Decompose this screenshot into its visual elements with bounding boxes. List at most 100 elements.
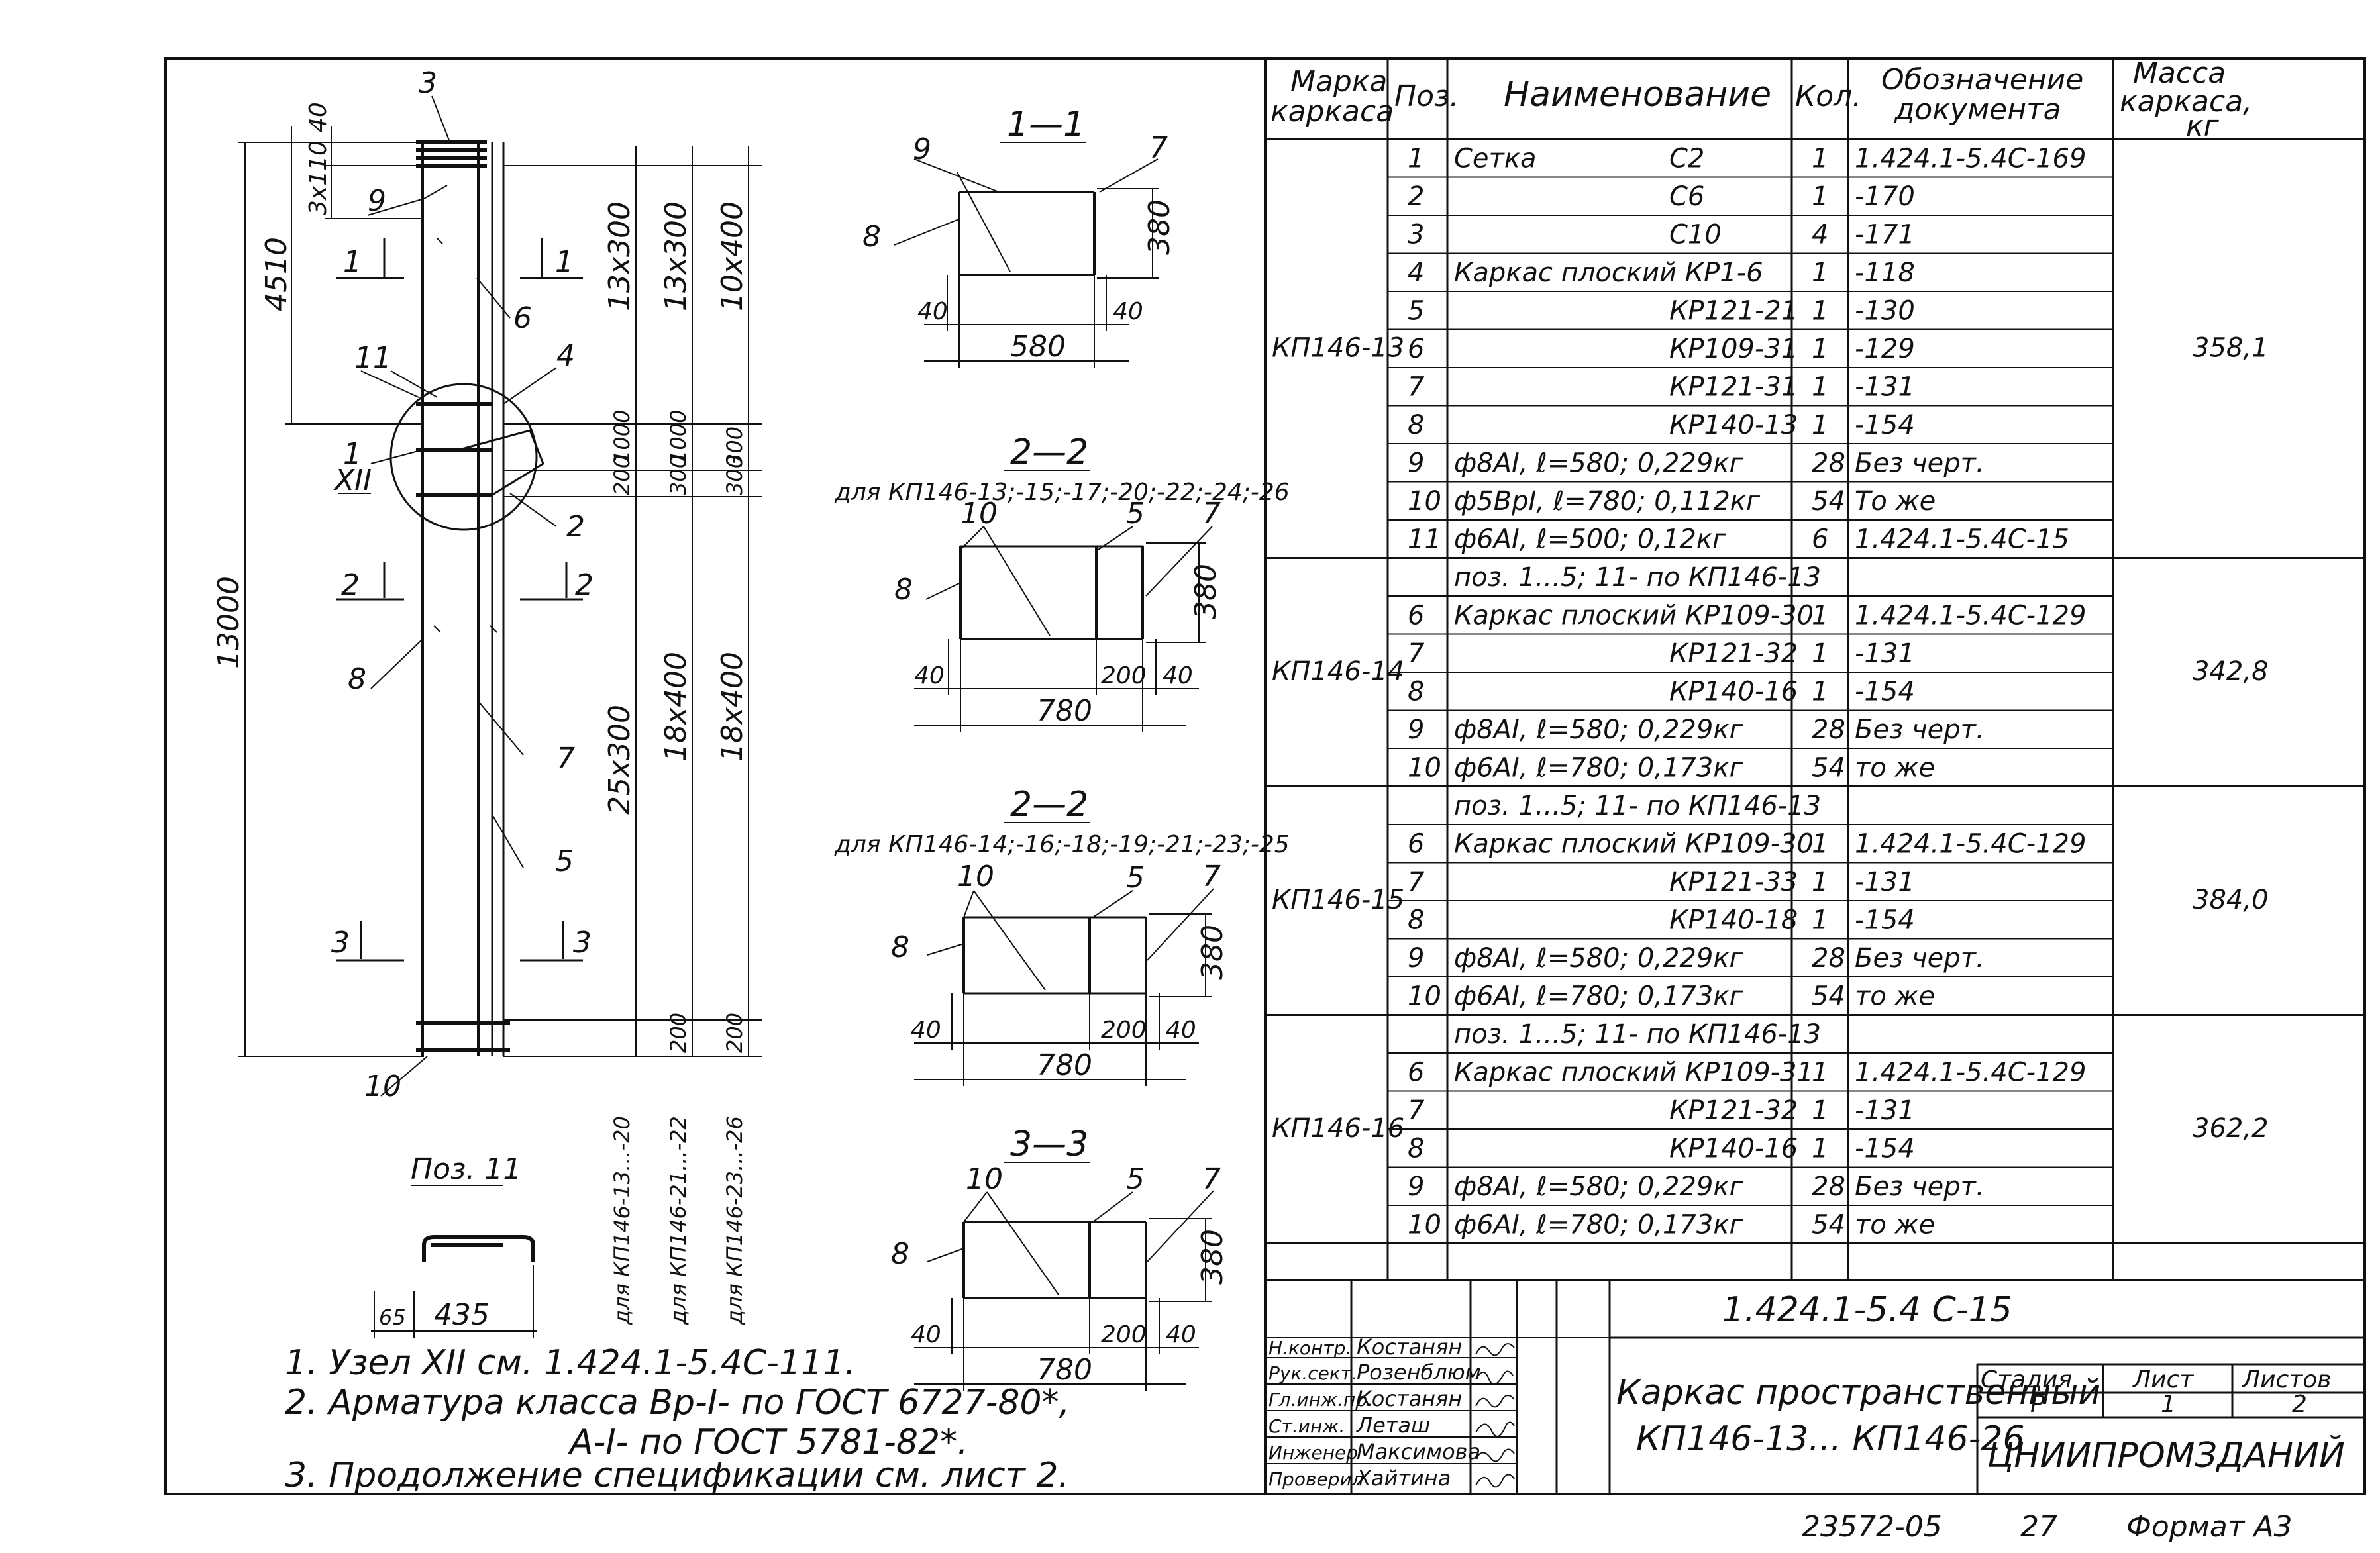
section-mark: 8: [862, 220, 881, 254]
section-left: 40: [911, 1321, 941, 1348]
signature: [1475, 1421, 1515, 1437]
row-name: Каркас плоский КР109-31: [1454, 1058, 1814, 1088]
pos11-title: Поз. 11: [411, 1152, 521, 1186]
section-mark: 10: [957, 860, 994, 893]
leader-line: [390, 370, 438, 398]
row-pos: 7: [1408, 372, 1425, 403]
row-doc: -129: [1855, 334, 1915, 364]
section-mark: 10: [966, 1162, 1003, 1196]
role-label: Рук.сект.: [1268, 1362, 1357, 1384]
row-pos: 6: [1408, 601, 1424, 631]
row-qty: 6: [1812, 525, 1828, 555]
leader-line: [367, 198, 425, 216]
header-doc-l2: документа: [1894, 93, 2061, 126]
row-name: поз. 1...5; 11- по КП146-13: [1454, 562, 1821, 593]
row-doc: -170: [1855, 181, 1915, 212]
section-2-2-b: 2—2 для КП146-14;-16;-18;-19;-21;-23;-25…: [834, 785, 1290, 1086]
section-mark: 7: [1202, 1162, 1221, 1196]
row-qty: 1: [1812, 1058, 1828, 1088]
sheet-label: Лист: [2132, 1366, 2194, 1393]
row-doc: -154: [1855, 905, 1915, 936]
dim-overall-height: 13000: [212, 576, 246, 669]
leader-line: [380, 1056, 428, 1097]
pos-mark-3: 3: [419, 66, 437, 100]
header-doc-l1: Обозначение: [1881, 63, 2083, 97]
leader-line: [431, 95, 450, 141]
section-2-2-a: 2—2 для КП146-13;-15;-17;-20;-22;-24;-26…: [834, 432, 1290, 732]
section-title: 2—2: [1010, 432, 1088, 472]
row-name-right: КР140-18: [1669, 905, 1798, 936]
spec-table: Марка каркаса Поз. Наименование Кол. Обо…: [1264, 56, 2366, 1281]
row-doc: Без черт.: [1855, 715, 1985, 745]
row-doc: -118: [1855, 258, 1915, 288]
role-label: Н.контр.: [1268, 1337, 1351, 1359]
row-doc: -154: [1855, 1134, 1915, 1164]
row-pos: 8: [1408, 410, 1424, 440]
row-name-right: КР121-21: [1669, 296, 1798, 326]
header-mass-l1: Масса: [2133, 56, 2226, 90]
row-qty: 1: [1812, 638, 1828, 669]
section-leader: [1145, 526, 1213, 597]
row-qty: 4: [1812, 220, 1828, 250]
section-cut-label: 2: [341, 568, 360, 602]
sheets-label: Листов: [2241, 1366, 2331, 1393]
section-mark: 5: [1126, 861, 1145, 895]
row-name: ф8АI, ℓ=580; 0,229кг: [1454, 943, 1743, 974]
node-xii-circle: [389, 383, 538, 531]
pos-mark-8: 8: [348, 662, 366, 696]
section-left: 40: [911, 1017, 941, 1044]
dim-col2-f: для КП146-21...-22: [666, 1116, 691, 1325]
dim-col3-c: 300: [722, 455, 747, 495]
row-name-right: КР109-31: [1669, 334, 1798, 364]
title-block: Н.контр. Рук.сект. Гл.инж.пр. Ст.инж. Ин…: [1264, 1279, 2366, 1495]
dim-col3-f: для КП146-23...-26: [722, 1116, 747, 1325]
section-left: 40: [914, 662, 945, 689]
footer-number: 23572-05: [1802, 1510, 1942, 1544]
row-pos: 6: [1408, 829, 1424, 860]
pos-mark-5: 5: [555, 844, 574, 878]
row-pos: 6: [1408, 334, 1424, 364]
section-mark: 8: [894, 573, 913, 607]
row-qty: 28: [1812, 448, 1845, 479]
row-pos: 8: [1408, 1134, 1424, 1164]
row-name-right: КР140-13: [1669, 410, 1798, 440]
section-right: 40: [1166, 1321, 1196, 1348]
row-doc: -130: [1855, 296, 1915, 326]
dim-col1-a: 13x300: [603, 201, 637, 311]
row-name: поз. 1...5; 11- по КП146-13: [1454, 791, 1821, 821]
section-title: 1—1: [1007, 105, 1085, 144]
row-doc: -131: [1855, 638, 1915, 669]
dim-col1-b: 1000: [609, 410, 635, 464]
row-doc: -131: [1855, 372, 1915, 403]
section-height: 380: [1196, 1229, 1229, 1285]
leader-line: [370, 638, 423, 689]
group-mass: 362,2: [2193, 1113, 2269, 1144]
section-leader: [957, 172, 1011, 272]
section-leader: [963, 1191, 988, 1223]
signature: [1475, 1343, 1515, 1356]
section-inner: 200: [1101, 1321, 1147, 1348]
dim-col2-d: 18x400: [659, 652, 693, 762]
row-pos: 8: [1408, 677, 1424, 707]
group-mark: КП146-13: [1272, 332, 1404, 363]
leader-line: [503, 367, 557, 405]
row-name: ф6АI, ℓ=500; 0,12кг: [1454, 525, 1727, 555]
row-pos: 1: [1408, 144, 1424, 174]
row-pos: 9: [1408, 448, 1424, 479]
section-cut-label: 1: [555, 245, 574, 279]
section-leader: [1092, 1191, 1133, 1223]
pos-mark-11: 11: [354, 341, 391, 375]
row-pos: 8: [1408, 905, 1424, 936]
row-doc: -131: [1855, 867, 1915, 897]
row-doc: Без черт.: [1855, 448, 1985, 479]
row-doc: 1.424.1-5.4С-129: [1855, 1058, 2086, 1088]
row-qty: 1: [1812, 144, 1828, 174]
note-line: 2. Арматура класса Вр-I- по ГОСТ 6727-80…: [285, 1383, 1070, 1423]
group-mass: 358,1: [2193, 332, 2269, 363]
pos-mark-6: 6: [513, 301, 532, 335]
dim-col2-a: 13x300: [659, 201, 693, 311]
leader-line: [370, 450, 421, 464]
section-1-1: 1—1 9 7 8 380 40 40 580: [862, 105, 1176, 368]
description-line-2: КП146-13... КП146-26: [1636, 1419, 2025, 1459]
row-pos: 11: [1408, 525, 1441, 555]
